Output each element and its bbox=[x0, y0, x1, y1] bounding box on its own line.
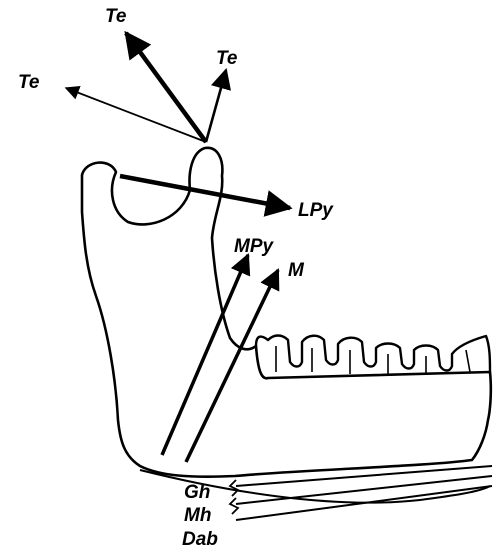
label-m: M bbox=[288, 260, 305, 281]
lpy-arrow bbox=[120, 176, 290, 208]
gh-brace bbox=[230, 480, 238, 496]
label-te-right: Te bbox=[216, 48, 238, 69]
te-arrow-right bbox=[206, 70, 226, 142]
label-te-top: Te bbox=[105, 6, 127, 27]
label-dab: Dab bbox=[182, 529, 218, 550]
tooth-roots bbox=[276, 346, 470, 374]
mandible-outline bbox=[82, 148, 491, 477]
label-mpy: MPy bbox=[234, 236, 275, 257]
label-gh: Gh bbox=[184, 482, 210, 503]
mh-line bbox=[236, 476, 492, 504]
label-te-left: Te bbox=[18, 72, 40, 93]
mh-brace bbox=[230, 498, 238, 514]
teeth-row bbox=[256, 336, 490, 373]
label-lpy: LPy bbox=[298, 200, 334, 221]
label-mh: Mh bbox=[184, 505, 211, 526]
